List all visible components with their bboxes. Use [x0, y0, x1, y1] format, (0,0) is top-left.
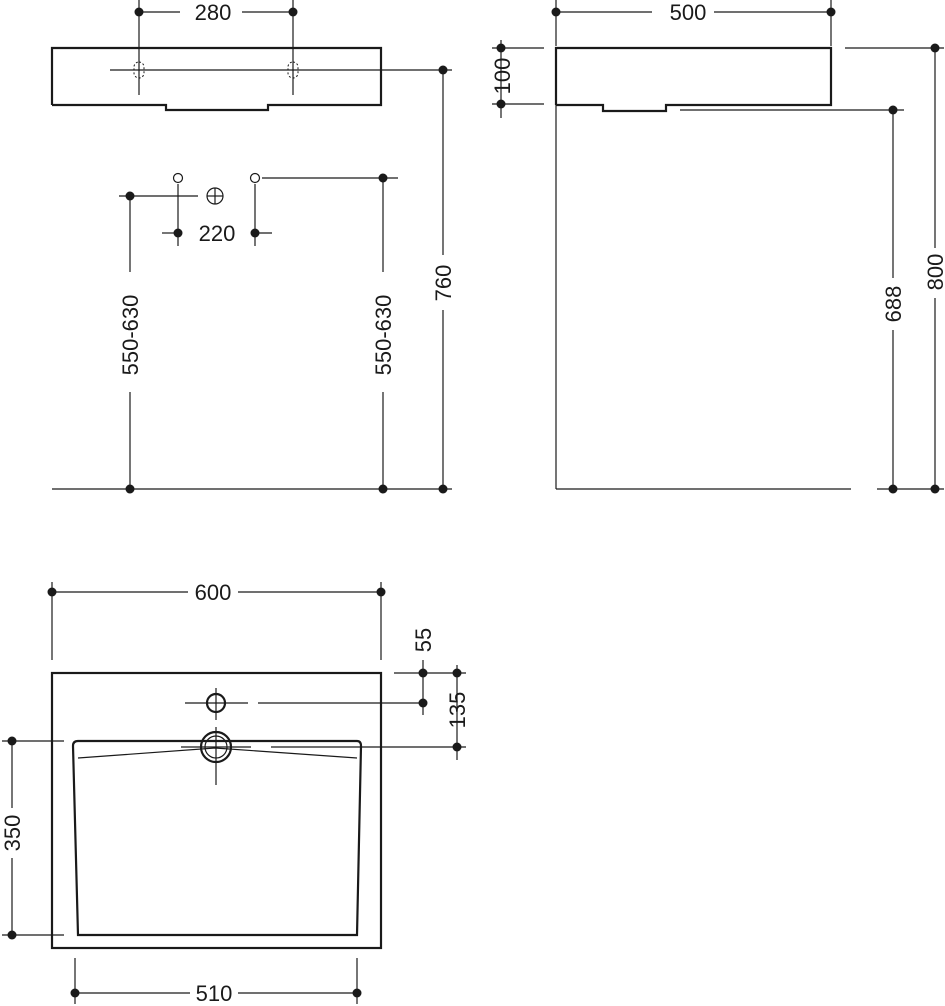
top-basin-outline	[50, 671, 383, 950]
dim-220-label: 220	[199, 221, 236, 246]
side-basin-outline	[554, 46, 833, 113]
dim-350-label: 350	[0, 815, 25, 852]
dim-500-end-right	[826, 7, 836, 17]
dim-100-label: 100	[490, 58, 515, 95]
dim-55-end-bottom	[418, 698, 428, 708]
dim-800-end-top	[930, 43, 940, 53]
dim-550-left-end-top	[125, 191, 135, 201]
dim-760-end-top	[438, 65, 448, 75]
dim-550-right-end-top	[378, 173, 388, 183]
dim-350-end-bottom	[7, 930, 17, 940]
top-view: 600 55 135 350 510	[0, 580, 470, 1006]
dim-100-end-bottom	[496, 99, 506, 109]
dim-500-end-left	[551, 7, 561, 17]
dim-760-label: 760	[431, 265, 456, 302]
dim-600-end-right	[376, 587, 386, 597]
dim-350-end-top	[7, 736, 17, 746]
dim-135-end-top	[452, 668, 462, 678]
cold-water-connection-icon	[172, 172, 184, 184]
dim-135-end-bottom	[452, 742, 462, 752]
dim-800-end-bottom	[930, 484, 940, 494]
dim-600-label: 600	[195, 580, 232, 605]
side-view: 500 100 688 800	[490, 0, 945, 494]
dim-550-right-end-bottom	[378, 484, 388, 494]
top-bowl-outline	[71, 739, 363, 937]
dim-510-end-right	[352, 988, 362, 998]
dim-220-end-right	[250, 228, 260, 238]
front-view: 280 760 550-630 550-630	[50, 0, 456, 494]
dim-220-end-left	[173, 228, 183, 238]
front-basin-outline	[50, 46, 383, 112]
dim-550-left-end-bottom	[125, 484, 135, 494]
dim-600-end-left	[47, 587, 57, 597]
dim-510-end-left	[70, 988, 80, 998]
dim-510-label: 510	[196, 981, 233, 1006]
top-bowl-slope	[77, 747, 358, 759]
dim-280-end-right	[288, 7, 298, 17]
dim-100-end-top	[496, 43, 506, 53]
dim-135-label: 135	[445, 692, 470, 729]
dim-55-end-top	[418, 668, 428, 678]
dim-550-right-label: 550-630	[371, 295, 396, 376]
dim-688-label: 688	[881, 286, 906, 323]
dim-800-label: 800	[923, 254, 945, 291]
dim-280-label: 280	[195, 0, 232, 25]
waste-connection-icon	[206, 187, 224, 205]
dim-550-left-label: 550-630	[118, 295, 143, 376]
dim-55-label: 55	[411, 628, 436, 652]
hot-water-connection-icon	[249, 172, 261, 184]
dim-688-end-top	[888, 105, 898, 115]
dim-500-label: 500	[670, 0, 707, 25]
dim-280-end-left	[134, 7, 144, 17]
